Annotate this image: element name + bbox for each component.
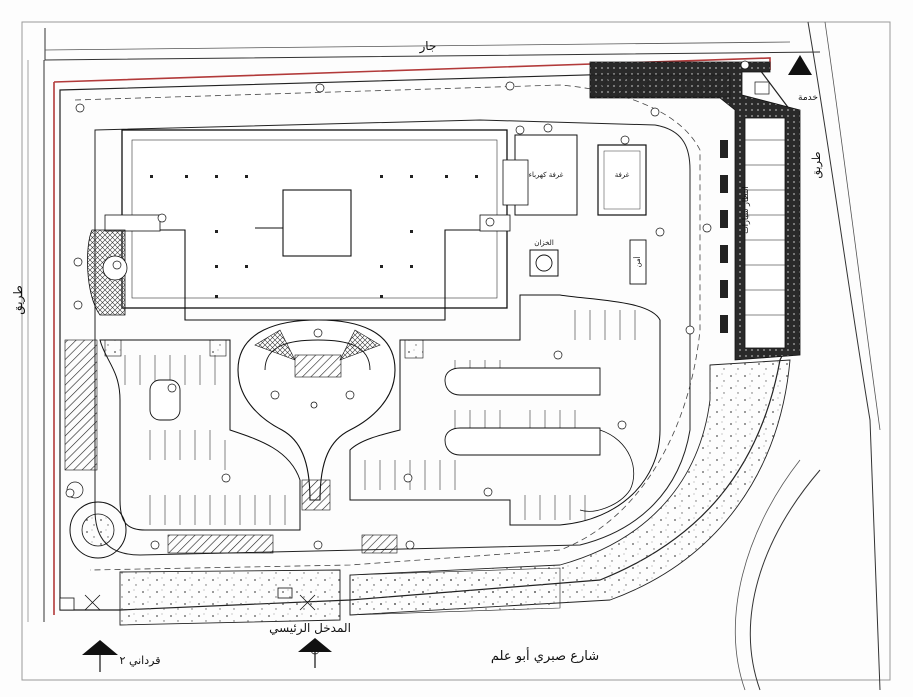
label-parking-strip: انتظار سيارات <box>741 186 750 233</box>
label-guard: أمن <box>633 256 642 267</box>
landscape-east <box>349 359 791 616</box>
island-east-1 <box>444 367 601 396</box>
island-east-2 <box>444 427 601 456</box>
gates <box>59 587 316 611</box>
parking-strip-markers <box>720 140 728 333</box>
label-road-left: طريق <box>11 285 26 315</box>
entrance-forecourt <box>237 319 396 501</box>
label-street: شارع صبري أبو علم <box>491 647 599 664</box>
parking-west <box>99 339 301 531</box>
entrance-arrow-west <box>82 640 118 655</box>
tank <box>529 249 559 277</box>
label-neighbor: جار <box>418 39 436 54</box>
label-main-entrance: المدخل الرئيسي <box>269 621 351 636</box>
road-right-edge <box>807 21 881 691</box>
landscape-south-west <box>119 569 341 626</box>
roundabout <box>69 501 127 559</box>
service-building-b <box>597 144 647 216</box>
guard-booth <box>629 239 647 285</box>
driveway-outline <box>94 119 691 556</box>
label-road-right: طريق <box>810 151 824 178</box>
label-building-a: غرفة كهرباء <box>529 171 564 179</box>
crosswalks <box>64 74 731 554</box>
parking-stalls-west <box>124 355 286 525</box>
neighbor-boundary <box>44 28 821 61</box>
north-arrow <box>788 55 812 75</box>
entrance-arrow-main <box>298 638 332 652</box>
frame-border <box>21 21 891 681</box>
label-elevation-ref: قرداني ٢ <box>120 654 161 667</box>
label-building-b: غرفة <box>615 171 630 179</box>
label-tank: الخزان <box>534 239 554 247</box>
label-service: خدمة <box>798 93 818 103</box>
parking-east <box>349 294 661 526</box>
central-atrium <box>282 189 352 257</box>
building-columns <box>150 175 478 298</box>
